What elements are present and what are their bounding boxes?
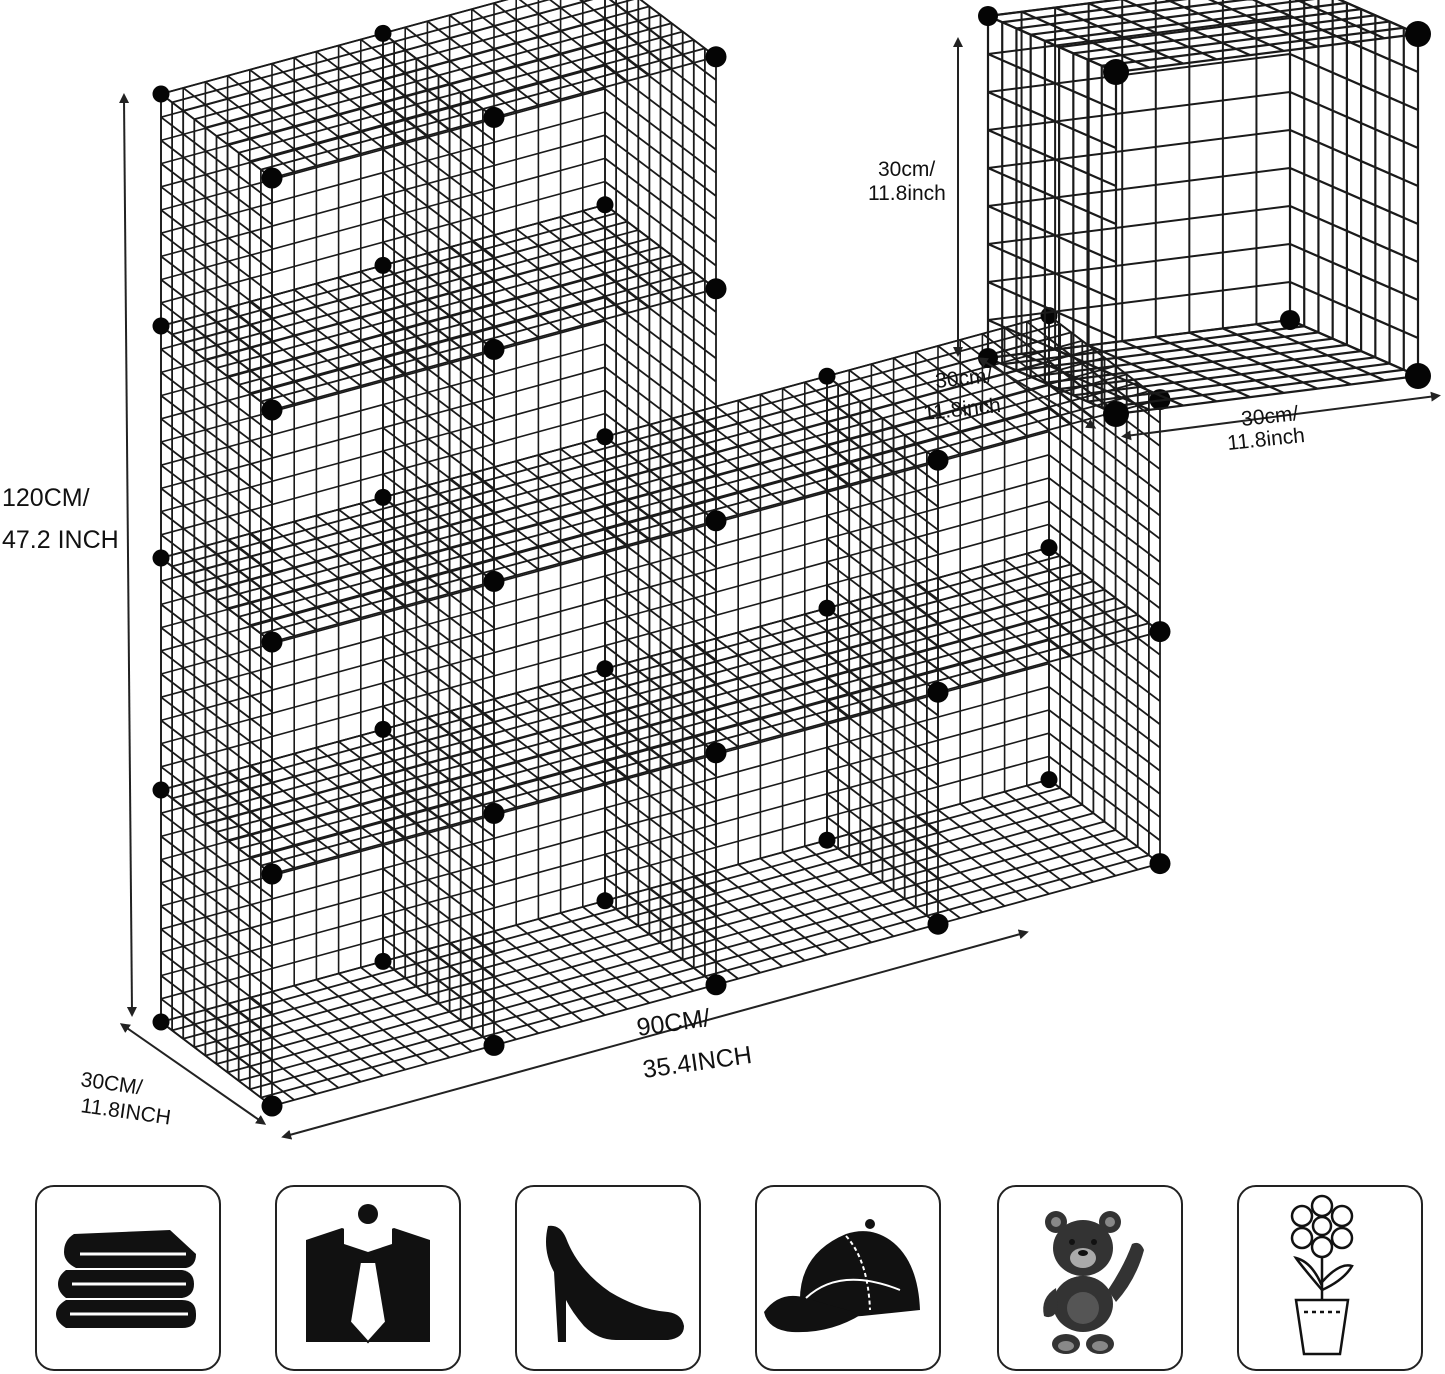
connector-node [152, 549, 170, 567]
connector-node [1149, 853, 1171, 875]
connector-node [978, 6, 998, 26]
cube-organizer-drawing [152, 0, 1171, 1117]
connector-node [374, 256, 392, 274]
cube-width-label-inch: 11.8inch [1226, 424, 1306, 455]
depth-label-inch: 11.8INCH [79, 1094, 172, 1129]
connector-node [261, 1095, 283, 1117]
connector-node [927, 913, 949, 935]
connector-node [1405, 21, 1431, 47]
connector-node [483, 338, 505, 360]
cube-left-panel [986, 14, 1118, 416]
connector-node [596, 428, 614, 446]
connector-node [705, 742, 727, 764]
connector-node [596, 892, 614, 910]
connector-node [152, 317, 170, 335]
shelf-panel [824, 546, 1163, 694]
connector-node [374, 720, 392, 738]
connector-node [927, 449, 949, 471]
connector-node [374, 24, 392, 42]
teddy-bear-icon [997, 1185, 1183, 1371]
connector-node [1103, 401, 1129, 427]
connector-node [374, 952, 392, 970]
connector-node [927, 681, 949, 703]
connector-node [374, 488, 392, 506]
cube-top-panel [983, 0, 1423, 74]
height-label-cm: 120CM/ [2, 484, 90, 512]
connector-node [152, 1013, 170, 1031]
height-dimension-line [119, 93, 137, 1017]
shelf-panel [824, 778, 1163, 926]
height-label-inch: 47.2 INCH [2, 526, 119, 554]
connector-node [818, 599, 836, 617]
connector-node [1040, 771, 1058, 789]
connector-node [1280, 310, 1300, 330]
connector-node [705, 510, 727, 532]
connector-node [483, 802, 505, 824]
width-label-cm: 90CM/ [635, 1004, 712, 1042]
connector-node [152, 85, 170, 103]
shelf-panel [158, 960, 497, 1107]
single-cube-drawing [978, 0, 1431, 427]
connector-node [261, 399, 283, 421]
flower-pot-icon [1237, 1185, 1423, 1371]
connector-node [483, 570, 505, 592]
connector-node [1149, 621, 1171, 643]
connector-node [596, 196, 614, 214]
cube-width-line [1121, 391, 1441, 441]
connector-node [483, 106, 505, 128]
connector-node [1103, 59, 1129, 85]
depth-dimension-line [119, 1023, 267, 1125]
use-icons-row [35, 1185, 1423, 1371]
connector-node [705, 46, 727, 68]
cube-depth-label-inch: 11.8inch [922, 394, 1002, 425]
width-dimension-line [281, 929, 1029, 1140]
connector-node [152, 781, 170, 799]
shelf-panel [602, 839, 941, 986]
connector-node [261, 863, 283, 885]
connector-node [818, 367, 836, 385]
books-icon [35, 1185, 221, 1371]
connector-node [261, 167, 283, 189]
width-label-inch: 35.4INCH [641, 1041, 754, 1084]
connector-node [596, 660, 614, 678]
connector-node [705, 278, 727, 300]
shirt-tie-icon [275, 1185, 461, 1371]
connector-node [1405, 363, 1431, 389]
connector-node [818, 831, 836, 849]
connector-node [483, 1034, 505, 1056]
connector-node [1040, 539, 1058, 557]
cap-icon [755, 1185, 941, 1371]
connector-node [705, 974, 727, 996]
cube-height-label-inch: 11.8inch [868, 182, 946, 205]
shelf-panel [380, 203, 719, 351]
high-heel-icon [515, 1185, 701, 1371]
dimension-lines [119, 37, 1441, 1140]
connector-node [261, 631, 283, 653]
shelf-panel [824, 314, 1163, 462]
cube-right-panel [1288, 0, 1420, 378]
cube-height-label-cm: 30cm/ [878, 158, 935, 181]
cube-depth-label-cm: 30cm/ [934, 364, 993, 393]
cube-bottom-panel [983, 318, 1423, 416]
cube-depth-line [977, 357, 1097, 429]
